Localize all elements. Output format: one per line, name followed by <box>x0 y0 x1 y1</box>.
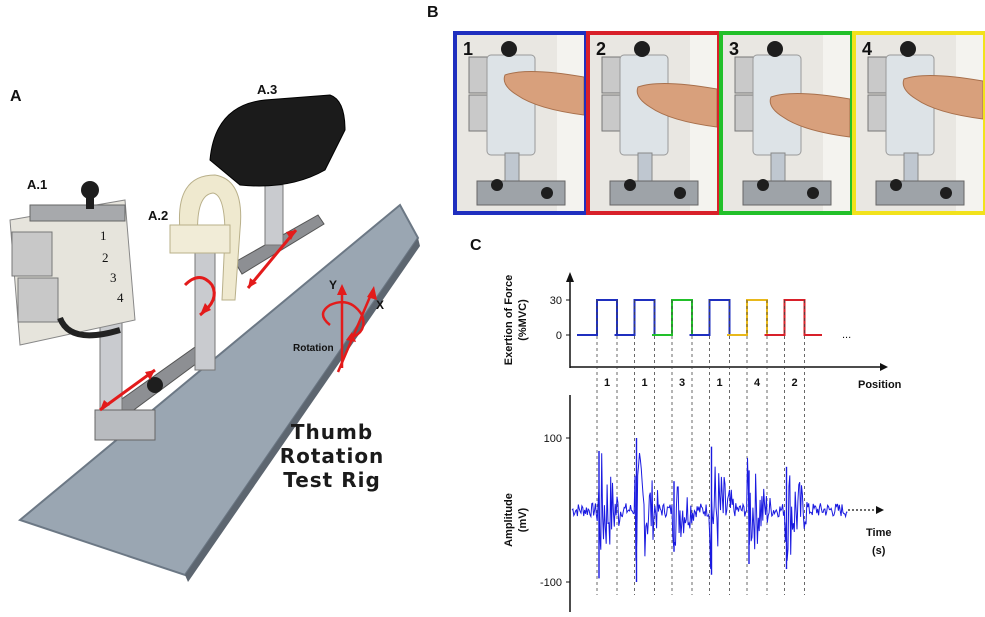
finger-number-3: 3 <box>110 270 117 285</box>
force-pulse-6 <box>764 299 822 336</box>
rig-title-line-3: Test Rig <box>283 468 381 492</box>
knob-front-1 <box>147 377 163 393</box>
force-y-axis-arrowhead <box>566 272 574 282</box>
force-pulse-5 <box>727 299 785 336</box>
finger-number-4: 4 <box>117 290 124 305</box>
emg-signal <box>571 453 848 569</box>
axis-label-rotation: Rotation <box>293 343 334 354</box>
position-frame-4: 4 <box>852 31 985 215</box>
a2-strap <box>178 174 242 301</box>
position-photo-4 <box>856 35 983 211</box>
part-label-a1: A.1 <box>27 177 48 192</box>
position-frame-3: 3 <box>719 31 854 215</box>
rotation-axis-arrow <box>321 300 365 340</box>
force-y-label-line-1: Exertion of Force <box>503 275 515 365</box>
rotation-arrow-strap <box>183 276 216 317</box>
position-photo-2 <box>590 35 717 211</box>
position-frame-2: 2 <box>586 31 721 215</box>
a3-pad <box>209 94 346 187</box>
position-frame-number: 4 <box>862 39 873 59</box>
force-y-label-line-2: (%MVC) <box>517 299 529 341</box>
emg-y-label-line-2: (mV) <box>517 507 529 532</box>
axis-label-x: X <box>376 298 385 312</box>
a1-hole-plate-bottom <box>17 277 59 323</box>
position-tick-label-5: 4 <box>754 377 761 389</box>
force-pulse-1 <box>577 299 635 336</box>
rig-title-line-1: Thumb <box>290 420 374 444</box>
part-label-a3: A.3 <box>257 82 278 97</box>
test-rig-illustration <box>9 94 420 582</box>
force-pulse-3 <box>652 299 710 336</box>
force-pulse-2 <box>614 299 672 336</box>
panel-label-c: C <box>470 237 482 254</box>
panel-label-b: B <box>427 4 439 21</box>
position-photo-1 <box>457 35 584 211</box>
position-tick-label-1: 1 <box>604 377 610 389</box>
position-tick-label-4: 1 <box>716 377 722 389</box>
slide-arrow-back <box>246 229 298 289</box>
position-frame-1: 1 <box>453 31 588 215</box>
force-y-tick-label: 30 <box>550 295 562 307</box>
force-trailing-dots: ... <box>842 329 851 341</box>
panel-label-a: A <box>10 88 22 105</box>
finger-number-2: 2 <box>102 250 109 265</box>
position-frame-number: 1 <box>463 39 474 59</box>
position-axis-arrowhead <box>880 363 888 371</box>
emg-y-tick-label: 100 <box>544 433 562 445</box>
axis-label-y: Y <box>329 278 338 292</box>
a1-knob <box>81 181 99 199</box>
time-axis-label-line-1: Time <box>866 527 891 539</box>
finger-number-1: 1 <box>100 228 107 243</box>
time-axis-arrowhead <box>876 506 884 514</box>
position-frame-number: 2 <box>596 39 607 59</box>
x-axis-arrow <box>336 291 374 373</box>
sliding-carriage <box>94 409 156 441</box>
force-y-tick-label: 0 <box>556 330 562 342</box>
position-axis-label: Position <box>858 379 902 391</box>
position-frame-number: 3 <box>729 39 740 59</box>
emg-y-label-line-1: Amplitude <box>503 493 515 547</box>
position-photo-3 <box>723 35 850 211</box>
emg-y-tick-label: -100 <box>540 577 562 589</box>
rig-title: Thumb Rotation Test Rig <box>262 420 402 492</box>
position-tick-label-2: 1 <box>641 377 647 389</box>
position-tick-label-6: 2 <box>791 377 797 389</box>
force-pulse-4 <box>689 299 747 336</box>
rig-title-line-2: Rotation <box>279 444 385 468</box>
position-tick-label-3: 3 <box>679 377 685 389</box>
part-label-a2: A.2 <box>148 208 169 223</box>
a1-hole-plate-top <box>11 231 53 277</box>
time-axis-label-line-2: (s) <box>872 545 886 557</box>
slide-arrow-front <box>99 368 156 412</box>
